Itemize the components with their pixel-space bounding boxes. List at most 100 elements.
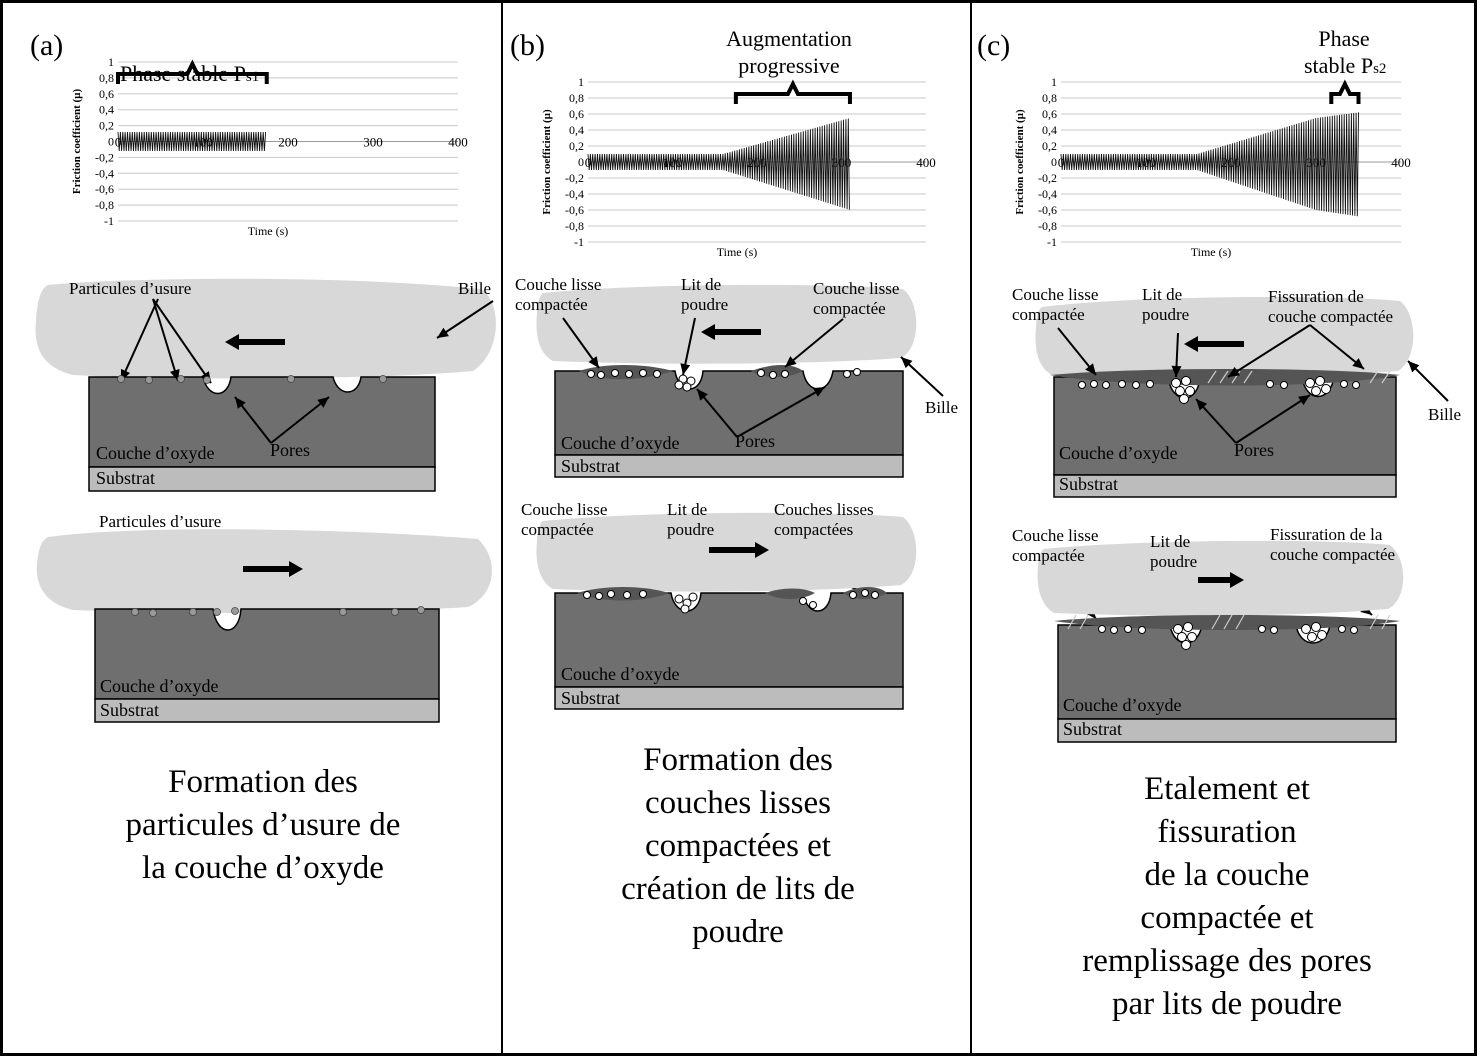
y-tick-label: -0,2: [565, 171, 584, 185]
label-powder-c-top-2: poudre: [1142, 305, 1190, 324]
crack-marks-c-top: [1207, 370, 1391, 384]
leader-arrow: [1235, 394, 1311, 444]
x-tick-label: 0: [1058, 155, 1065, 170]
caption-b-line-2: couches lisses: [644, 785, 832, 821]
friction-series: [587, 118, 850, 210]
schematic-b-bottom: [536, 512, 917, 710]
label-ball-a-top: Bille: [458, 279, 492, 298]
chart-title-c-line-1: Phase: [1318, 26, 1370, 51]
leader-arrowhead: [588, 356, 599, 368]
leader-arrowhead: [1171, 365, 1182, 377]
leader-arrow: [736, 386, 826, 438]
label-crack-c-bottom-2: couche compactée: [1270, 545, 1396, 564]
y-tick-label: -1: [1047, 235, 1057, 249]
label-left-layer-c-top-2: compactée: [1012, 305, 1085, 324]
label-powder-b-bottom: Lit de poudre: [667, 500, 714, 540]
y-tick-label: -0,8: [95, 198, 114, 212]
wear-particle: [213, 608, 221, 616]
label-oxide-c-top: Couche d’oxyde: [1059, 443, 1178, 463]
wear-particle: [131, 608, 139, 616]
y-tick-label: -0,6: [565, 203, 584, 217]
annotation-brace: [116, 59, 269, 84]
label-left-layer-c-top-1: Couche lisse: [1012, 285, 1099, 304]
panel-divider-2: [970, 3, 972, 1053]
schematic-a-bottom: [36, 529, 492, 723]
wear-particle: [177, 375, 185, 383]
label-substrate-c-top: Substrat: [1059, 474, 1119, 494]
chart-title-b-line-1: Augmentation: [726, 26, 852, 51]
y-tick-label: -1: [574, 235, 584, 249]
y-tick-label: -1: [104, 214, 114, 228]
x-tick-label: 400: [448, 135, 468, 150]
caption-c-line-4: compactée et: [1140, 900, 1314, 936]
y-tick-label: 1: [578, 75, 584, 89]
chart-title-c: Phase stable Ps2: [1304, 25, 1386, 83]
label-powder-c-bottom: Lit de poudre: [1150, 532, 1197, 572]
label-left-layer-c-bottom-1: Couche lisse: [1012, 526, 1099, 545]
leader-arrowhead: [235, 397, 246, 409]
y-tick-label: -0,4: [95, 166, 114, 180]
label-oxide-c-bottom: Couche d’oxyde: [1063, 695, 1182, 715]
annotation-brace: [733, 79, 852, 104]
y-tick-label: 0,4: [1042, 123, 1057, 137]
y-tick-label: 0: [1051, 155, 1057, 169]
leader-arrowhead: [170, 369, 180, 381]
leader-arrowhead: [785, 356, 797, 367]
leader-arrowhead: [812, 387, 825, 397]
caption-c: Etalement et fissuration de la couche co…: [1052, 768, 1402, 1026]
label-right-layer-b-top-2: compactée: [813, 299, 886, 318]
ball-b-top: [536, 284, 917, 364]
label-substrate-a-bottom: Substrat: [100, 700, 160, 720]
label-oxide-b-bottom: Couche d’oxyde: [561, 664, 680, 684]
y-tick-label: 0,8: [1042, 91, 1057, 105]
x-tick-label: 300: [363, 135, 383, 150]
y-tick-label: 0,8: [569, 91, 584, 105]
y-tick-label: 0,2: [99, 119, 114, 133]
x-tick-label: 0: [115, 135, 122, 150]
label-pores-c-top: Pores: [1234, 440, 1274, 460]
y-tick-label: 0: [578, 155, 584, 169]
caption-a: Formation des particules d’usure de la c…: [103, 761, 423, 890]
caption-b-line-5: poudre: [692, 914, 784, 950]
wear-particle: [391, 608, 399, 616]
caption-c-line-1: Etalement et: [1144, 771, 1310, 807]
y-tick-label: 0,6: [99, 87, 114, 101]
y-tick-label: -0,6: [95, 182, 114, 196]
annotation-brace: [1329, 79, 1361, 104]
label-left-layer-c-top: Couche lisse compactée: [1012, 285, 1098, 325]
label-substrate-b-top: Substrat: [561, 456, 621, 476]
label-powder-b-top: Lit de poudre: [681, 275, 728, 315]
label-particles-a-top: Particules d’usure: [69, 279, 192, 298]
label-right-layer-b-top: Couche lisse compactée: [813, 279, 899, 319]
label-crack-c-top: Fissuration de couche compactée: [1268, 287, 1393, 327]
motion-arrow-a-bottom: [243, 561, 303, 577]
caption-b: Formation des couches lisses compactées …: [573, 739, 903, 954]
motion-arrow-c-top: [1184, 336, 1244, 352]
label-right-layer-b-bottom: Couches lisses compactées: [774, 500, 874, 540]
x-tick-label: 400: [916, 155, 936, 170]
label-substrate-c-bottom: Substrat: [1063, 719, 1123, 739]
label-ball-c-top: Bille: [1428, 405, 1462, 424]
label-left-layer-c-bottom: Couche lisse compactée: [1012, 526, 1098, 566]
wear-particle: [231, 607, 239, 615]
y-tick-label: -0,6: [1038, 203, 1057, 217]
y-axis-label: Friction coefficient (µ): [541, 109, 553, 215]
ball-c-top: [1035, 297, 1414, 378]
panel-label-b: (b): [510, 29, 545, 62]
chart-title-a-main: Phase stable P: [120, 61, 246, 86]
chart-title-b: Augmentation progressive: [689, 25, 889, 79]
label-right-layer-b-top-1: Couche lisse: [813, 279, 900, 298]
x-tick-label: 400: [1391, 155, 1411, 170]
leader-arrowhead: [437, 327, 449, 338]
label-crack-c-top-2: couche compactée: [1268, 307, 1394, 326]
y-tick-label: -0,2: [1038, 171, 1057, 185]
x-axis-label: Time (s): [248, 224, 289, 238]
caption-c-line-3: de la couche: [1144, 857, 1310, 893]
label-left-layer-b-top-2: compactée: [515, 295, 588, 314]
label-crack-c-bottom-1: Fissuration de la: [1270, 525, 1383, 544]
wear-particle: [189, 608, 197, 616]
y-axis-label: Friction coefficient (µ): [71, 89, 83, 195]
leader-arrowhead: [1408, 361, 1420, 373]
label-powder-c-bottom-2: poudre: [1150, 552, 1198, 571]
powder-bed-b-bottom: [583, 589, 879, 614]
